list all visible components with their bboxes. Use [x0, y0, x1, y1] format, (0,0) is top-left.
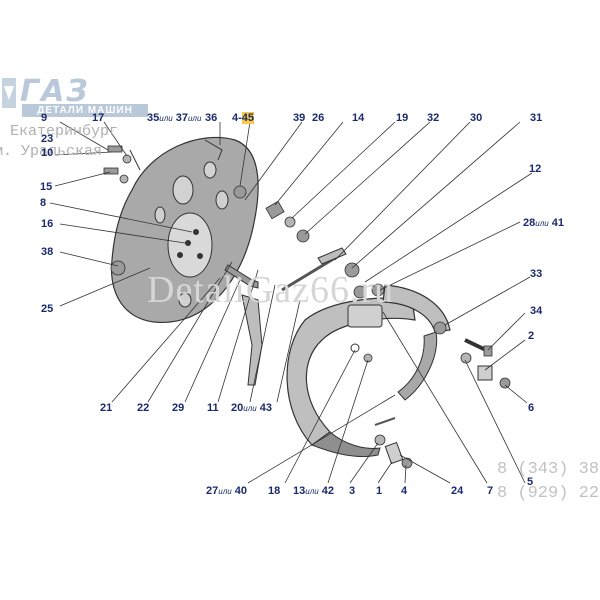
backing-plate [110, 136, 259, 323]
callout-38: 38 [41, 246, 54, 258]
callout-30: 30 [470, 112, 483, 124]
callout-23: 23 [41, 133, 54, 145]
watermark-text: DetaliGaz66.ru [147, 269, 395, 311]
callout-28-41: 28или 41 [523, 217, 564, 229]
callout-10: 10 [41, 147, 54, 159]
leader-lines [49, 121, 533, 484]
callout-26: 26 [312, 112, 325, 124]
callout-21: 21 [100, 402, 113, 414]
callout-13-42: 13или 42 [293, 485, 334, 497]
street-text: м. Уральская [0, 143, 103, 160]
gaz-logo-icon [2, 78, 16, 108]
callout-5: 5 [527, 476, 534, 488]
callout-31: 31 [530, 112, 543, 124]
callout-39: 39 [293, 112, 306, 124]
callout-35-37: 35или 37или [147, 112, 202, 124]
callout-14: 14 [352, 112, 365, 124]
bushings [265, 200, 360, 278]
callout-9: 9 [41, 112, 48, 124]
lower-springs [350, 343, 413, 469]
callout-17: 17 [92, 112, 105, 124]
callout-24: 24 [451, 485, 464, 497]
callout-18: 18 [268, 485, 281, 497]
callout-15: 15 [40, 181, 53, 193]
callout-22: 22 [137, 402, 150, 414]
phone-2: 8 (929) 222-8 [497, 484, 600, 503]
phone-1: 8 (343) 382-1 [497, 460, 600, 479]
callout-4-45: 4-45 [232, 112, 255, 124]
callout-29: 29 [172, 402, 185, 414]
callout-3: 3 [349, 485, 356, 497]
callout-8: 8 [40, 197, 47, 209]
callout-7: 7 [487, 485, 494, 497]
brake-shoes [286, 283, 451, 458]
callout-36: 36 [205, 112, 218, 124]
callout-6: 6 [528, 402, 535, 414]
adjuster-parts [460, 338, 511, 389]
callout-27-40: 27или 40 [206, 485, 247, 497]
callout-20-43: 20или 43 [231, 402, 272, 414]
callout-4-bottom: 4 [401, 485, 408, 497]
brand-subtitle: ДЕТАЛИ МАШИН [22, 104, 148, 117]
callout-33: 33 [530, 268, 543, 280]
callout-19: 19 [396, 112, 409, 124]
fasteners-upper-left [103, 145, 141, 184]
callout-2: 2 [528, 330, 535, 342]
callout-32: 32 [427, 112, 440, 124]
callout-12: 12 [529, 163, 542, 175]
brand-logo-text: ГАЗ [20, 74, 90, 109]
callout-11: 11 [207, 402, 219, 414]
parking-lever [224, 247, 347, 386]
callout-16: 16 [41, 218, 54, 230]
city-text: Екатеринбург [10, 123, 119, 140]
callout-25: 25 [41, 303, 54, 315]
callout-1: 1 [376, 485, 383, 497]
callout-34: 34 [530, 305, 543, 317]
